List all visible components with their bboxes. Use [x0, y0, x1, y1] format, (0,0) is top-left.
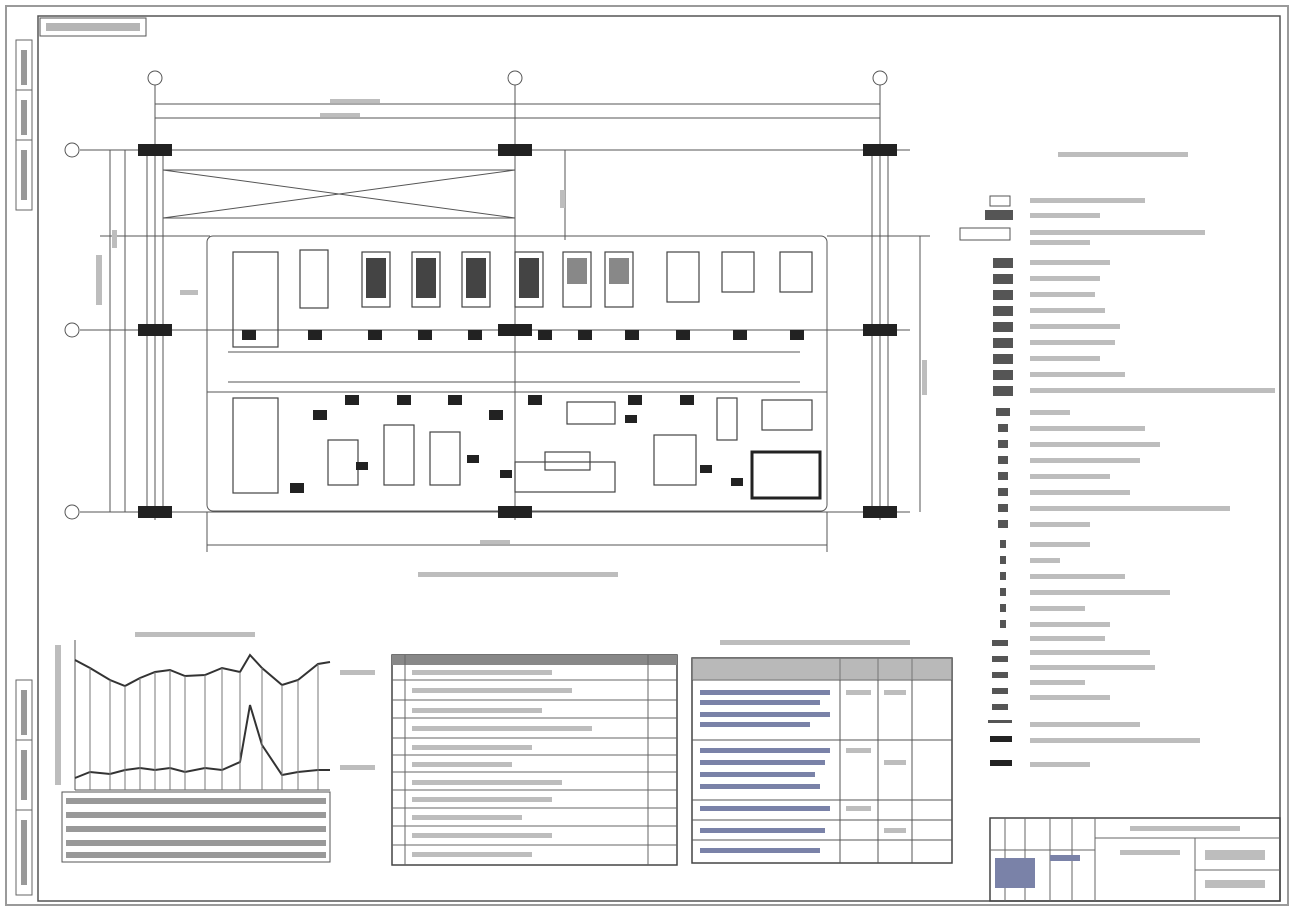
left-margin-strip	[15, 39, 33, 896]
left-margin-marks	[21, 50, 27, 885]
equipment-table	[391, 654, 678, 866]
title-block	[989, 817, 1281, 902]
axis-bubbles	[64, 70, 888, 520]
drawing-frame	[37, 15, 1281, 902]
corner-stamp	[39, 17, 147, 37]
indicators-table	[691, 640, 953, 864]
equipment-tank	[750, 450, 822, 500]
building-columns	[138, 144, 897, 518]
equipment-pads-upper	[242, 330, 804, 420]
equipment-row-lower	[232, 397, 813, 494]
dimension-values	[96, 99, 927, 544]
legend-symbols	[959, 195, 1013, 766]
legend	[959, 152, 1275, 767]
building-plan	[80, 78, 930, 552]
legend-text-lines	[1030, 198, 1275, 767]
equipment-pads-lower	[290, 415, 743, 493]
equipment-row-upper-fill	[366, 258, 629, 298]
graph-bars	[89, 664, 319, 790]
load-graph	[55, 632, 375, 863]
equipment-row-upper	[232, 249, 813, 348]
